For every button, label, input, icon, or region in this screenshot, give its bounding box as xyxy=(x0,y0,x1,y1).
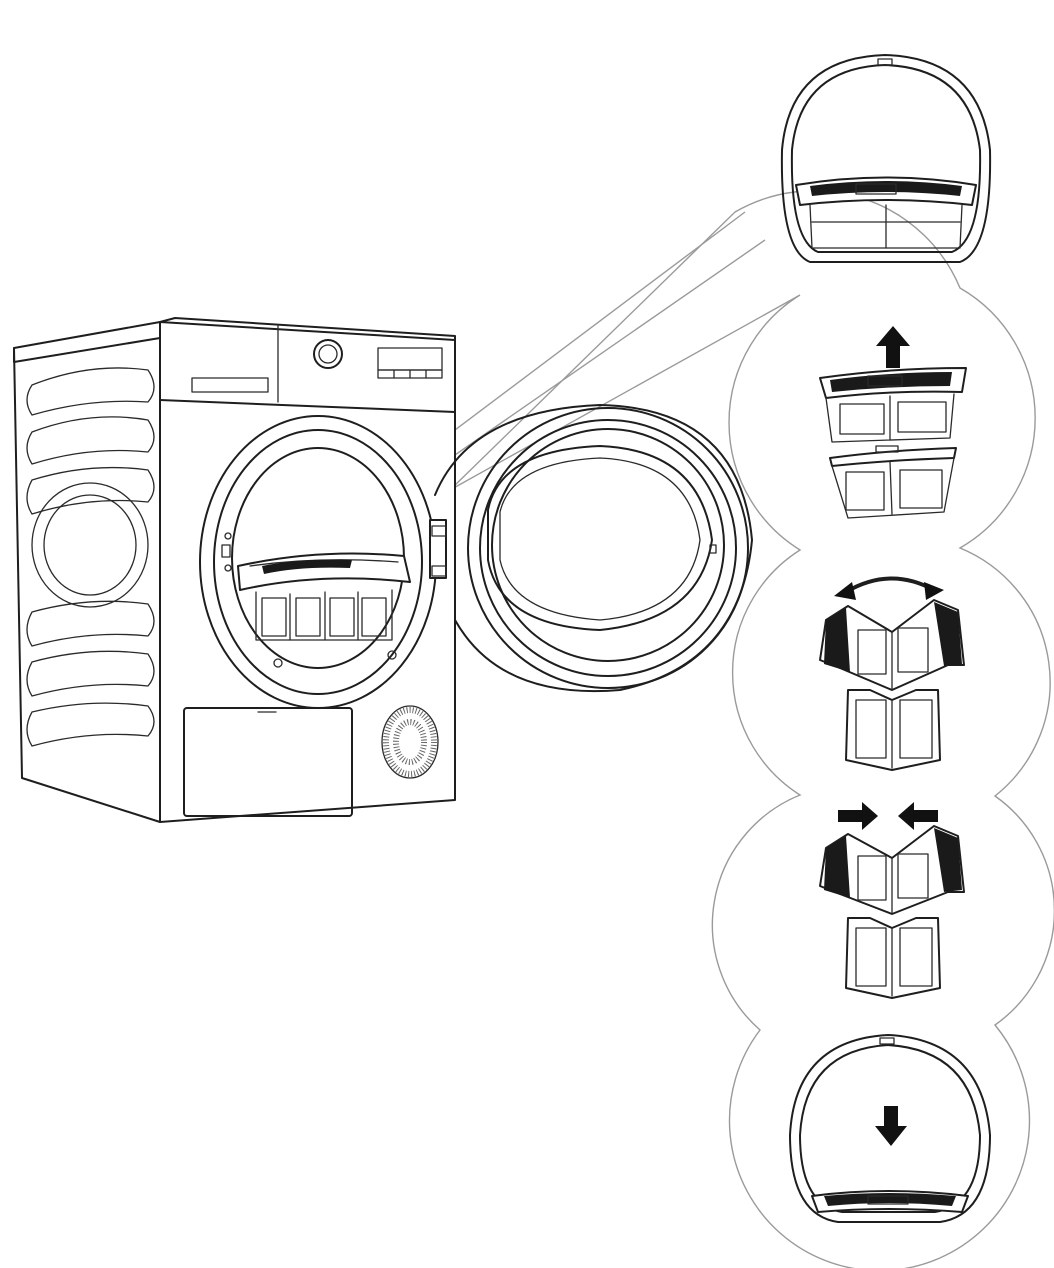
open-door xyxy=(429,404,753,693)
steps-bubble-outline xyxy=(449,190,1054,1268)
drawer-handle xyxy=(191,377,269,393)
arrow-up-icon xyxy=(876,326,910,368)
arrow-right-icon xyxy=(838,802,878,830)
step-4-close-filter xyxy=(819,802,965,999)
vent-grille xyxy=(381,705,439,779)
side-ribs xyxy=(26,367,155,747)
step-3-open-filter xyxy=(819,576,965,771)
step-5-reinsert xyxy=(789,1034,991,1223)
control-display xyxy=(377,347,443,379)
arrow-left-curved-icon xyxy=(834,582,856,600)
dryer-illustration xyxy=(13,317,753,823)
step-1-filter-in-door xyxy=(780,54,992,263)
access-panel xyxy=(183,707,353,817)
step-2-lift-out xyxy=(819,326,967,519)
program-knob xyxy=(313,339,343,369)
drum-filter xyxy=(237,552,411,641)
arrow-down-icon xyxy=(875,1106,907,1146)
arrow-left-icon xyxy=(898,802,938,830)
arrow-right-curved-icon xyxy=(924,582,944,600)
dryer-side-panel xyxy=(13,321,161,823)
